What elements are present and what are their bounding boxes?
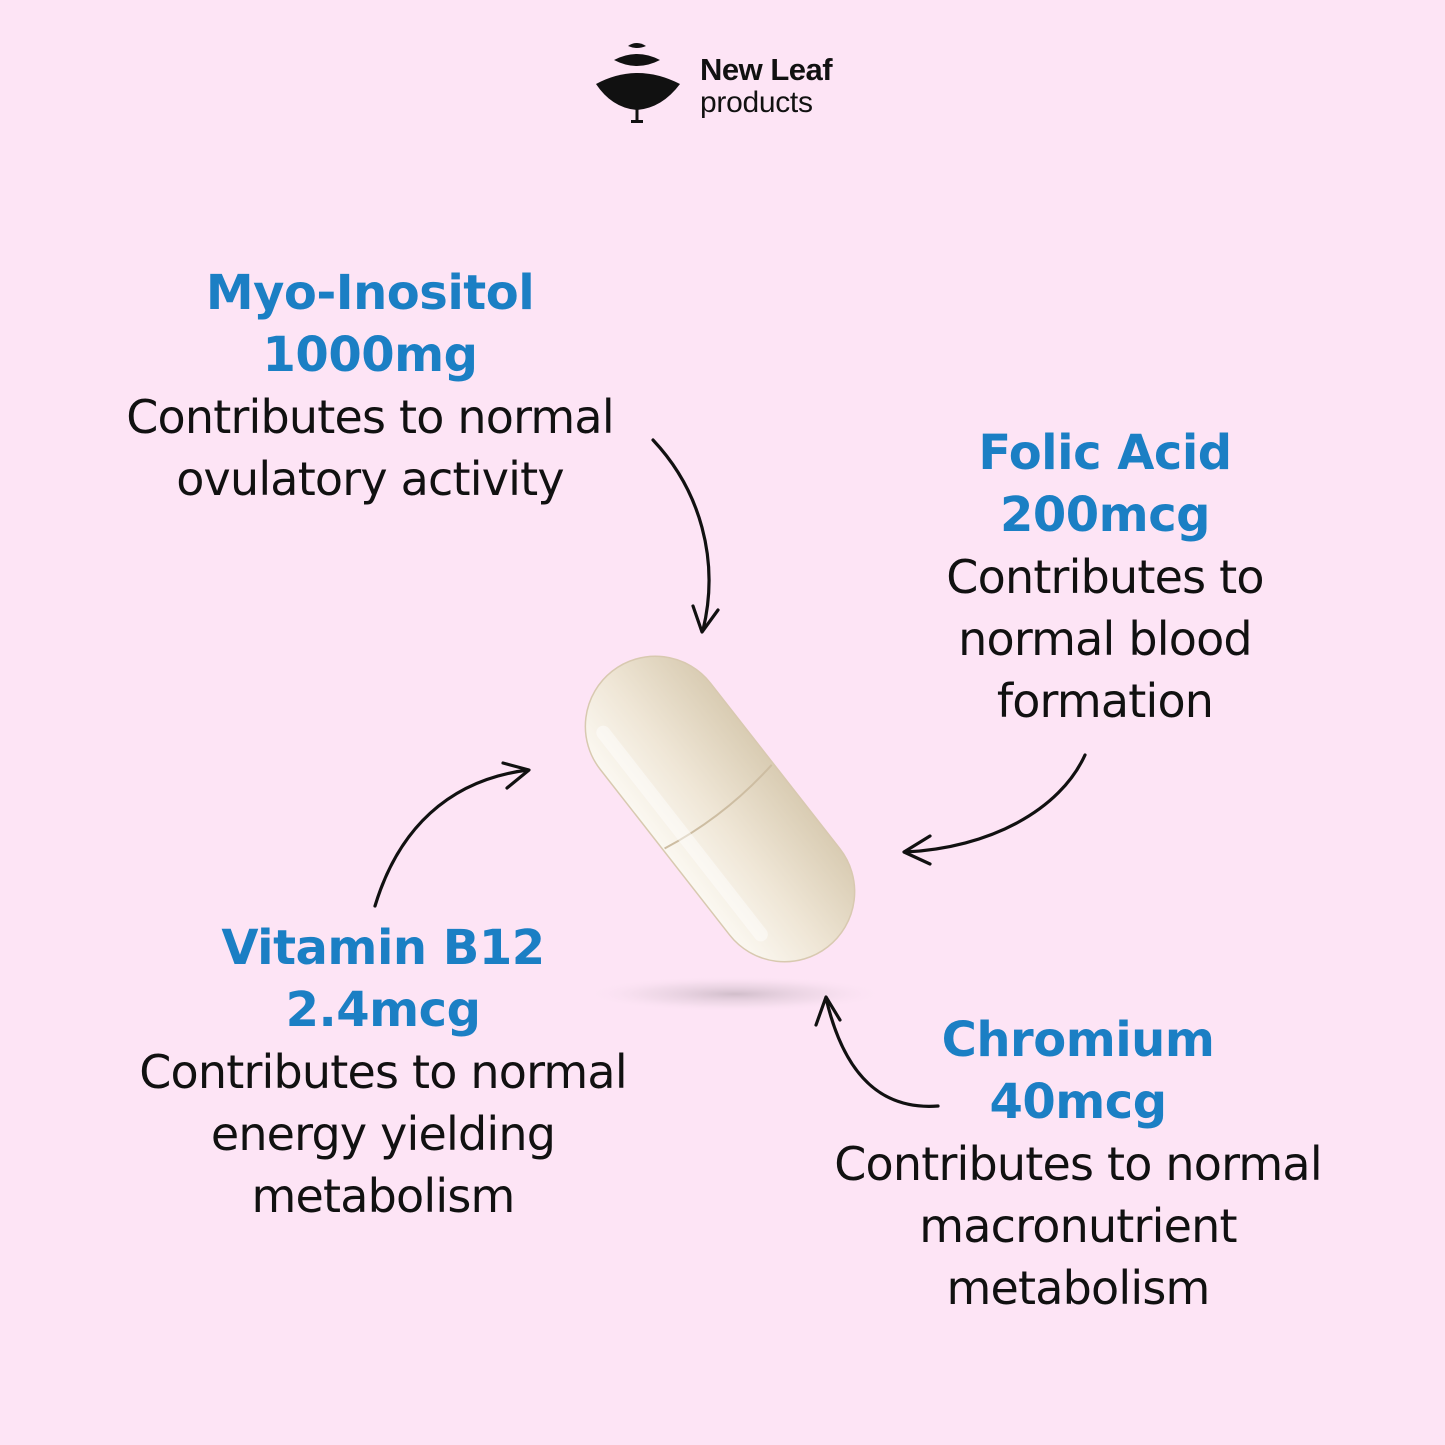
ingredient-myo-inositol: Myo-Inositol 1000mg Contributes to norma…: [90, 262, 650, 510]
leaf-stack-logo-icon: [596, 43, 680, 123]
ingredient-vitamin-b12: Vitamin B12 2.4mcg Contributes to normal…: [100, 917, 666, 1227]
arrow-chromium: [814, 995, 940, 1108]
ingredient-name: Folic Acid: [978, 425, 1232, 481]
brand-subtitle: products: [700, 86, 813, 119]
ingredient-description-line: formation: [996, 674, 1214, 728]
ingredient-folic-acid: Folic Acid 200mcg Contributes to normal …: [900, 422, 1310, 732]
capsule-shadow: [585, 976, 885, 1012]
ingredient-description-line: Contributes to normal: [139, 1045, 627, 1099]
ingredient-description-line: energy yielding: [210, 1107, 556, 1161]
ingredient-dose: 200mcg: [999, 487, 1211, 543]
arrow-vitamin-b12: [373, 761, 531, 908]
brand-name: New Leaf: [700, 52, 833, 87]
ingredient-dose: 2.4mcg: [285, 982, 481, 1038]
ingredient-name: Myo-Inositol: [205, 265, 535, 321]
ingredient-dose: 40mcg: [989, 1074, 1167, 1130]
ingredient-description-line: normal blood: [958, 612, 1252, 666]
ingredient-chromium: Chromium 40mcg Contributes to normal mac…: [800, 1009, 1356, 1319]
capsule: [584, 655, 856, 963]
ingredient-description-line: metabolism: [251, 1169, 515, 1223]
ingredient-name: Chromium: [941, 1012, 1215, 1068]
ingredient-description-line: Contributes to normal: [126, 390, 614, 444]
ingredient-description-line: metabolism: [946, 1261, 1210, 1315]
ingredient-dose: 1000mg: [262, 327, 478, 383]
ingredient-description-line: Contributes to: [946, 550, 1264, 604]
ingredient-name: Vitamin B12: [221, 920, 545, 976]
ingredient-description-line: ovulatory activity: [176, 452, 564, 506]
arrow-folic-acid: [902, 753, 1087, 866]
ingredient-description-line: Contributes to normal: [834, 1137, 1322, 1191]
brand-logo: New Leaf products: [592, 38, 862, 128]
arrow-myo-inositol: [651, 438, 720, 634]
ingredient-description-line: macronutrient: [919, 1199, 1237, 1253]
